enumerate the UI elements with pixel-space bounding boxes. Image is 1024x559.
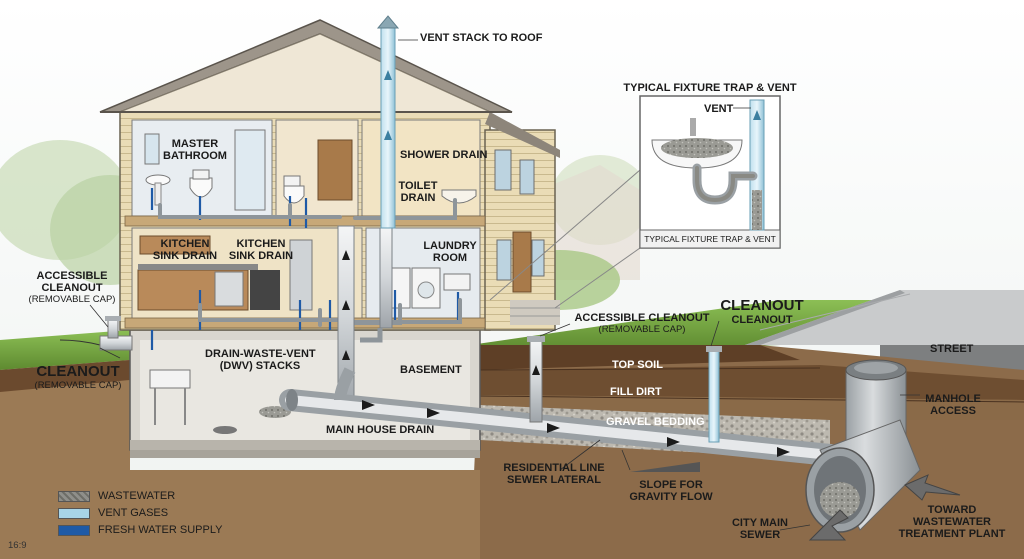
manhole-line2: ACCESS [930,405,976,417]
inset-vent-label: VENT [704,103,734,115]
cleanout-left-title: CLEANOUT [36,363,120,380]
vent-stack-label: VENT STACK TO ROOF [420,32,543,44]
legend-swatch-wastewater [58,491,90,502]
accessible-cleanout-left-line1: ACCESSIBLE [36,270,108,282]
city-sewer-line2: SEWER [739,529,781,541]
cleanout-right-sub: CLEANOUT [731,314,793,326]
slope-line1: SLOPE FOR [639,479,703,491]
laundry-line2: ROOM [432,252,468,264]
dwv-line2: (DWV) STACKS [219,360,301,372]
manhole-access-label: MANHOLE ACCESS [918,393,988,417]
dwv-line1: DRAIN-WASTE-VENT [205,348,316,360]
fill-dirt-label: FILL DIRT [610,386,662,398]
inset-caption: TYPICAL FIXTURE TRAP & VENT [644,234,776,244]
kitchen-sink-a-line2: SINK DRAIN [152,250,218,262]
master-bathroom-line1: MASTER [171,138,219,150]
master-bathroom-line2: BATHROOM [163,150,227,162]
cleanout-left-label: CLEANOUT (REMOVABLE CAP) [28,364,128,392]
gravel-bedding-label: GRAVEL BEDDING [606,416,705,428]
inset-title: TYPICAL FIXTURE TRAP & VENT [623,82,797,94]
laundry-room-label: LAUNDRY ROOM [420,240,480,264]
cleanout-right-title: CLEANOUT [720,297,804,314]
sewer-lateral-line2: SEWER LATERAL [507,474,601,486]
accessible-cleanout-left-line2: CLEANOUT [41,282,103,294]
main-house-drain-label: MAIN HOUSE DRAIN [326,424,435,436]
aspect-ratio-tag: 16:9 [8,540,27,551]
toward-line1: TOWARD [927,504,977,516]
toward-line2: WASTEWATER [912,516,991,528]
city-sewer-line1: CITY MAIN [731,517,789,529]
kitchen-sink-b-line2: SINK DRAIN [228,250,294,262]
toilet-drain-label: TOILET DRAIN [395,180,441,204]
top-soil-label: TOP SOIL [612,359,663,371]
cleanout-right-label: CLEANOUT CLEANOUT [712,297,812,327]
laundry-line1: LAUNDRY [423,240,477,252]
sewer-lateral-label: RESIDENTIAL LINE SEWER LATERAL [494,462,614,486]
accessible-cleanout-mid-sub: (REMOVABLE CAP) [598,324,686,335]
manhole-line1: MANHOLE [925,393,981,405]
shower-drain-label: SHOWER DRAIN [400,149,488,161]
toilet-drain-line1: TOILET [398,180,438,192]
street-label: STREET [930,343,974,355]
slope-line2: GRAVITY FLOW [629,491,713,503]
legend-label-vent-gases: VENT GASES [98,507,169,519]
master-bathroom-label: MASTER BATHROOM [160,138,230,162]
toilet-drain-line2: DRAIN [400,192,436,204]
accessible-cleanout-left-sub: (REMOVABLE CAP) [28,294,116,305]
toward-line3: TREATMENT PLANT [898,528,1006,540]
kitchen-sink-b-line1: KITCHEN [236,238,286,250]
accessible-cleanout-mid-title: ACCESSIBLE CLEANOUT [574,312,710,324]
legend-swatch-fresh-water [58,525,90,536]
kitchen-sink-a-line1: KITCHEN [160,238,210,250]
legend-label-fresh-water: FRESH WATER SUPPLY [98,524,223,536]
slope-gravity-label: SLOPE FOR GRAVITY FLOW [616,479,726,503]
toward-treatment-label: TOWARD WASTEWATER TREATMENT PLANT [892,504,1012,540]
accessible-cleanout-left-label: ACCESSIBLE CLEANOUT (REMOVABLE CAP) [22,270,122,306]
city-main-sewer-label: CITY MAIN SEWER [720,517,800,541]
legend-label-wastewater: WASTEWATER [98,490,176,502]
accessible-cleanout-mid-label: ACCESSIBLE CLEANOUT (REMOVABLE CAP) [572,312,712,336]
legend-swatch-vent-gases [58,508,90,519]
kitchen-sink-drain-a-label: KITCHEN SINK DRAIN [150,238,220,262]
kitchen-sink-drain-b-label: KITCHEN SINK DRAIN [226,238,296,262]
basement-label: BASEMENT [400,364,462,376]
sewer-lateral-line1: RESIDENTIAL LINE [503,462,605,474]
cleanout-left-sub: (REMOVABLE CAP) [34,380,122,391]
dwv-stacks-label: DRAIN-WASTE-VENT (DWV) STACKS [205,348,316,372]
